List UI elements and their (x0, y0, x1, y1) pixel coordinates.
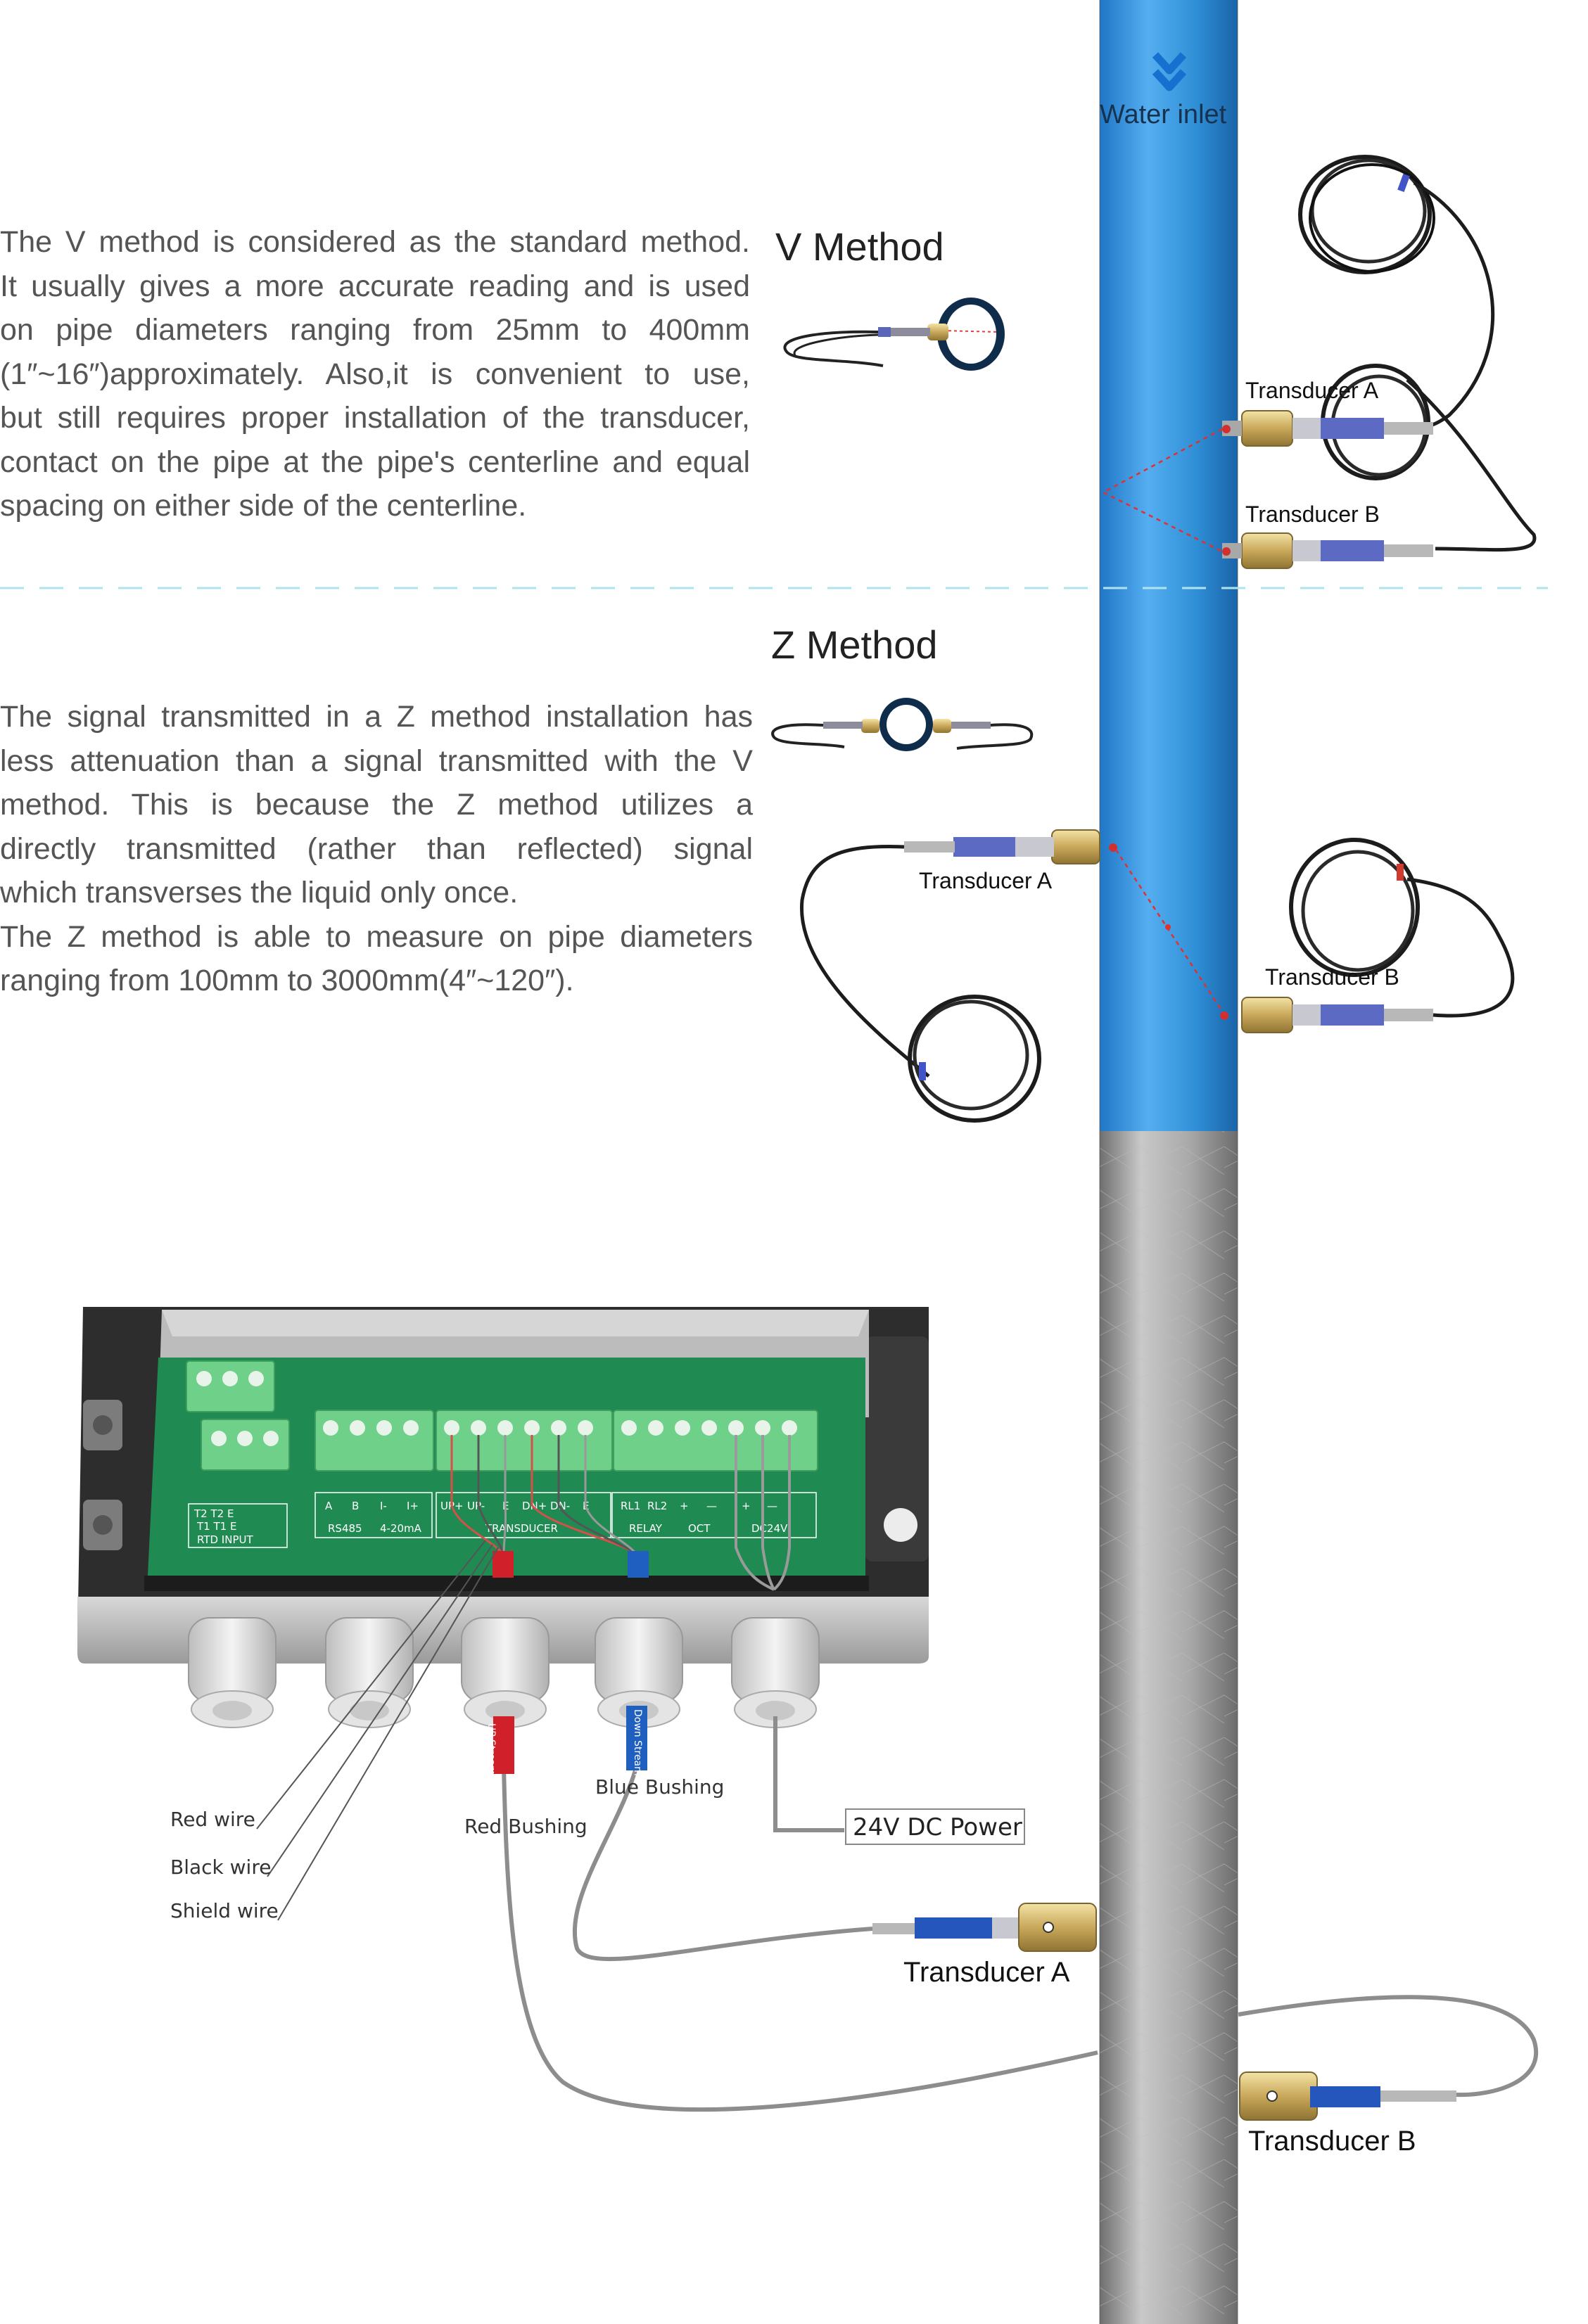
z-method-installation (800, 829, 1515, 1123)
red-bushing-sleeve (493, 1716, 514, 1774)
pcb-label-dn-plus: DN+ (522, 1500, 547, 1512)
power-label-box (845, 1808, 1025, 1845)
pcb-label-rtd-mid: T1 T1 E (196, 1520, 236, 1533)
pcb-label-relay: RELAY (629, 1522, 663, 1535)
v-method-title: V Method (775, 224, 944, 269)
red-bushing-label: Red Bushing (464, 1815, 587, 1838)
z-text-line: ranging from 100mm to 3000mm(4″~120″). (0, 964, 574, 997)
pcb-label-i-plus: I+ (407, 1500, 419, 1512)
pipe (1099, 0, 1238, 2324)
red-wire-label: Red wire (170, 1808, 255, 1831)
z-text-line: method. This is because the Z method uti… (0, 788, 753, 822)
downstream-sleeve-label: Down Stream (632, 1709, 643, 1776)
z-text-line: The Z method is able to measure on pipe … (0, 919, 753, 954)
z-method-description: The signal transmitted in a Z method ins… (0, 695, 753, 1003)
v-text-line: The V method is considered as the standa… (0, 225, 750, 259)
z-text-line: which transverses the liquid only once. (0, 876, 519, 909)
v-text-line: It usually gives a more accurate reading… (0, 269, 750, 303)
z-text-line: The signal transmitted in a Z method ins… (0, 700, 753, 734)
v-text-line: contact on the pipe at the pipe's center… (0, 445, 750, 479)
v-text-line: (1″~16″)approximately. Also,it is conven… (0, 357, 750, 391)
v-text-line: spacing on either side of the centerline… (0, 489, 527, 523)
flow-down-arrow-icon (1152, 52, 1187, 91)
z-transducer-a-label: Transducer A (919, 868, 1053, 893)
pcb-label-rtd-top: T2 T2 E (193, 1507, 234, 1520)
internal-wires (450, 1435, 791, 1591)
pcb-label-i-minus: I- (380, 1500, 387, 1512)
v-transducer-a-label: Transducer A (1245, 378, 1379, 403)
blue-bushing-sleeve (626, 1706, 647, 1770)
v-text-line: on pipe diameters ranging from 25mm to 4… (0, 313, 750, 347)
bottom-transducer-b-label: Transducer B (1248, 2126, 1416, 2157)
pcb-label-oct-minus: — (706, 1500, 717, 1512)
pcb-label-dc24v: DC24V (751, 1522, 788, 1535)
pcb-label-rtd-input: RTD INPUT (197, 1533, 253, 1546)
pcb-label-4-20ma: 4-20mA (380, 1522, 422, 1535)
v-transducer-b-label: Transducer B (1245, 502, 1380, 527)
pcb-silkscreen-text: T2 T2 E T1 T1 E RTD INPUT A B I- I+ RS48… (193, 1500, 788, 1546)
z-text-line: less attenuation than a signal transmitt… (0, 743, 753, 778)
z-method-title: Z Method (771, 622, 938, 667)
blue-bushing-label: Blue Bushing (595, 1775, 725, 1799)
pcb-label-dc-plus: + (742, 1500, 751, 1512)
pcb-label-b: B (352, 1500, 359, 1512)
z-method-thumbnail (771, 698, 1034, 751)
pcb-label-a: A (325, 1500, 333, 1512)
power-label: 24V DC Power (853, 1813, 1022, 1841)
black-wire-label: Black wire (170, 1856, 272, 1879)
terminal-screws (196, 1371, 797, 1446)
water-inlet-label: Water inlet (1100, 100, 1227, 129)
blue-sleeve (628, 1551, 649, 1578)
red-sleeve (493, 1551, 514, 1578)
pcb-label-rs485: RS485 (328, 1522, 362, 1535)
bottom-transducer-b (1239, 2071, 1456, 2121)
pcb-label-oct-plus: + (680, 1500, 689, 1512)
pcb-label-rl2: RL2 (647, 1500, 667, 1512)
shield-wire-label: Shield wire (170, 1899, 279, 1922)
terminal-blocks (186, 1360, 818, 1471)
z-text-line: directly transmitted (rather than reflec… (0, 831, 753, 866)
cable-glands (188, 1617, 820, 1728)
bottom-transducer-a-label: Transducer A (903, 1957, 1070, 1988)
pcb-label-up-minus: UP- (467, 1500, 485, 1512)
wire-label-leaders (256, 1540, 499, 1921)
v-method-thumbnail (783, 298, 1005, 371)
pcb-label-oct: OCT (688, 1522, 711, 1535)
bottom-transducer-a (872, 1903, 1097, 1952)
v-method-installation (1101, 155, 1537, 569)
pcb-label-rl1: RL1 (621, 1500, 640, 1512)
pcb-label-transducer: TRANSDUCER (485, 1522, 558, 1535)
v-method-description: The V method is considered as the standa… (0, 220, 750, 528)
external-cables (502, 1716, 1538, 2112)
upstream-sleeve-label: UP Stream (485, 1723, 497, 1775)
pcb-silkscreen (188, 1492, 817, 1548)
v-text-line: but still requires proper installation o… (0, 401, 750, 435)
z-transducer-b-label: Transducer B (1265, 964, 1399, 990)
pipe-water-section (1100, 0, 1238, 1131)
pcb-label-dc-minus: — (767, 1500, 777, 1512)
